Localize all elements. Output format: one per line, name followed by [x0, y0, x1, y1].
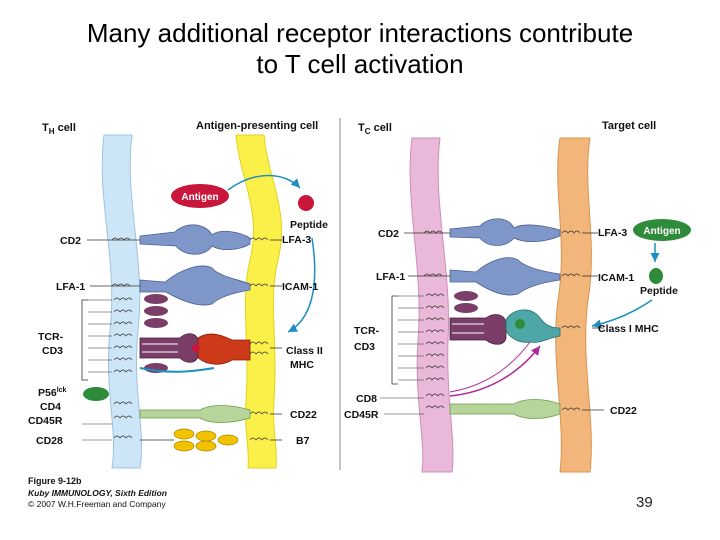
cd8-right [449, 345, 541, 397]
title-line-1: Many additional receptor interactions co… [86, 18, 634, 48]
caption-copyright: © 2007 W.H.Freeman and Company [28, 499, 166, 509]
label-cd2-left: CD2 [60, 235, 81, 247]
label-cd8-right: CD8 [356, 393, 377, 405]
mhc-peptide-dot-left [192, 344, 200, 352]
tcr-cd3-tick-lines-left [88, 299, 112, 373]
page-number: 39 [636, 494, 653, 511]
peptide-dot-left [298, 195, 314, 211]
label-cd45r-left: CD45R [28, 415, 63, 427]
label-cd4-left: CD4 [40, 401, 61, 413]
cd22-complex-left [139, 405, 251, 423]
label-class-ii-mhc: Class II [286, 345, 323, 357]
cd22-complex-right [449, 399, 561, 419]
tcr-cd3-brace-left [81, 299, 88, 381]
tc-cell-label: TC cell [358, 122, 392, 136]
peptide-label-right: Peptide [640, 285, 678, 297]
lfa1-icam1-complex-right [449, 257, 561, 296]
label-tcr-left: TCR- [38, 331, 64, 343]
apc-membrane [235, 134, 282, 469]
label-cd45r-right: CD45R [344, 409, 379, 421]
p56lck-left [83, 387, 109, 401]
peptide-dot-right [649, 268, 663, 284]
class-ii-mhc-left [197, 333, 251, 365]
slide-title: Many additional receptor interactions co… [0, 18, 720, 80]
label-mhc: MHC [290, 359, 314, 371]
label-cd28-left: CD28 [36, 435, 63, 447]
mhc-peptide-dot-right [515, 319, 525, 329]
tc-membrane-coils [423, 230, 445, 409]
label-tcr-right: TCR- [354, 325, 380, 337]
antigen-to-peptide-arrow [227, 174, 301, 191]
antigen-label-right: Antigen [643, 226, 680, 237]
label-lfa3-right: LFA-3 [598, 227, 627, 239]
cd3-chains-right [454, 291, 478, 313]
class-i-mhc-right [505, 309, 561, 343]
apc-membrane-coils [249, 237, 269, 441]
cd2-lfa3-complex [139, 224, 251, 255]
label-lfa3-left: LFA-3 [282, 234, 311, 246]
label-lfa1-right: LFA-1 [376, 271, 405, 283]
caption-figure: Figure 9-12b [28, 476, 82, 486]
label-lfa1-left: LFA-1 [56, 281, 85, 293]
target-cell-membrane [555, 137, 592, 473]
cd28-b7-complex [173, 428, 239, 452]
th-membrane-coils [111, 237, 133, 439]
lfa1-icam1-complex [139, 265, 251, 306]
target-membrane-coils [561, 230, 581, 411]
tc-cell-membrane [409, 137, 454, 473]
label-cd22-right: CD22 [610, 405, 637, 417]
tcr-cd3-brace-right [391, 295, 398, 385]
label-cd2-right: CD2 [378, 228, 399, 240]
label-cd3-right: CD3 [354, 341, 375, 353]
apc-label: Antigen-presenting cell [196, 120, 318, 132]
th-cell-membrane [101, 134, 143, 469]
label-cd22-left: CD22 [290, 409, 317, 421]
cd4-left [139, 367, 215, 373]
tcr-left [139, 333, 199, 363]
th-cell-label: TH cell [42, 122, 76, 136]
label-cd3-left: CD3 [42, 345, 63, 357]
antigen-bubble-left [171, 184, 229, 208]
antigen-label-left: Antigen [181, 192, 218, 203]
caption-book: Kuby IMMUNOLOGY, Sixth Edition [28, 488, 167, 498]
cd3-chains-left [144, 294, 168, 373]
tcr-cd3-tick-lines-right [398, 295, 424, 381]
peptide-label-left: Peptide [290, 219, 328, 231]
cd2-lfa3-complex-right [449, 218, 561, 246]
target-cell-label: Target cell [602, 120, 656, 132]
tcr-right [449, 314, 507, 345]
peptide-to-mhc-arrow-right [591, 299, 653, 329]
peptide-to-mhc-arrow [287, 237, 316, 333]
antigen-bubble-right [633, 219, 691, 241]
label-icam1-right: ICAM-1 [598, 272, 634, 284]
title-line-2: to T cell activation [256, 49, 464, 79]
label-icam1-left: ICAM-1 [282, 281, 318, 293]
label-b7-left: B7 [296, 435, 310, 447]
label-p56-left: P56lck [38, 387, 67, 399]
label-class-i-mhc: Class I MHC [598, 323, 659, 335]
